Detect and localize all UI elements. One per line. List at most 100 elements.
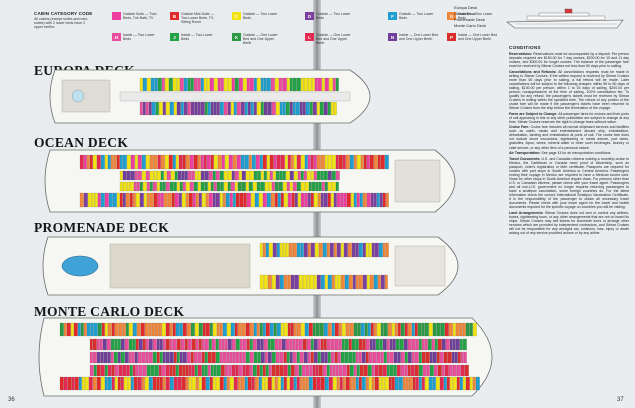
cabin: [429, 364, 434, 377]
cabin: [245, 364, 250, 377]
cabin: [425, 351, 430, 364]
cabin: [288, 242, 293, 258]
cabin: [348, 351, 353, 364]
cabin: [202, 322, 206, 337]
legend-label: Outside — Two Lower Beds: [243, 12, 278, 21]
cabin: [241, 322, 246, 337]
cabin: [140, 322, 145, 337]
cabin: [215, 351, 220, 364]
cabin: [418, 364, 423, 377]
cabin: [231, 364, 236, 377]
cabin: [336, 242, 341, 258]
cabin: [100, 154, 105, 170]
cabin: [110, 351, 114, 364]
cabin: [222, 192, 226, 208]
cabin: [421, 338, 425, 351]
cabin: [257, 170, 261, 181]
cabin: [313, 192, 318, 208]
cabin: [178, 192, 182, 208]
cabin: [186, 322, 191, 337]
cabin: [117, 376, 121, 391]
cabin: [237, 181, 242, 192]
cabin: [305, 364, 310, 377]
cabin: [213, 77, 218, 92]
cabin: [339, 376, 343, 391]
cabin: [190, 322, 195, 337]
cabin: [452, 322, 456, 337]
cabin: [200, 101, 205, 116]
cabin: [382, 364, 387, 377]
cabin: [135, 338, 139, 351]
cabin: [165, 101, 170, 116]
cabin: [261, 376, 265, 391]
cabin: [300, 154, 305, 170]
cabin: [342, 376, 346, 391]
cabin: [179, 322, 183, 337]
cabin: [114, 322, 119, 337]
cabin: [335, 170, 340, 181]
cabin: [192, 192, 196, 208]
cabin: [156, 181, 160, 192]
cabin: [305, 101, 310, 116]
cabin: [206, 77, 210, 92]
cabin: [89, 154, 93, 170]
cabin: [223, 77, 228, 92]
cabin: [418, 376, 422, 391]
legend-label: Outside — One Lower Bed and One Upper Be…: [316, 33, 351, 46]
cabin: [452, 376, 457, 391]
cabin: [250, 101, 254, 116]
cabin: [240, 154, 245, 170]
cabin: [289, 338, 293, 351]
cabin: [276, 242, 280, 258]
cabin: [228, 364, 232, 377]
cabin: [131, 351, 135, 364]
cabin: [355, 274, 359, 290]
cabin: [330, 101, 334, 116]
cabin: [309, 274, 314, 290]
cabin: [281, 338, 286, 351]
cabin: [100, 192, 105, 208]
cabin: [358, 242, 363, 258]
cabin: [451, 351, 455, 364]
cabin: [247, 376, 252, 391]
cabin: [193, 77, 198, 92]
cabin: [338, 322, 342, 337]
cabin: [318, 181, 322, 192]
cabin: [170, 170, 175, 181]
cabin: [216, 364, 221, 377]
cabin: [334, 351, 338, 364]
cabin: [231, 170, 235, 181]
cabin: [203, 154, 207, 170]
cabin: [211, 351, 216, 364]
cabin: [110, 154, 114, 170]
cabin: [374, 364, 379, 377]
cabin: [201, 192, 206, 208]
cabin: [314, 77, 318, 92]
cabin: [102, 338, 107, 351]
cabin: [141, 154, 146, 170]
cabin: [116, 192, 120, 208]
cabin: [313, 274, 317, 290]
cabin: [162, 181, 166, 192]
cabin: [376, 351, 381, 364]
cabin: [92, 351, 97, 364]
cabin: [353, 192, 357, 208]
cabin: [384, 376, 389, 391]
cabin: [389, 338, 393, 351]
cabin: [169, 181, 174, 192]
cabin: [185, 181, 190, 192]
cabin: [219, 101, 224, 116]
cabin: [154, 77, 158, 92]
cabin: [348, 338, 352, 351]
cabin: [144, 322, 149, 337]
cabin: [360, 322, 365, 337]
cabin: [122, 181, 127, 192]
cabin: [90, 322, 94, 337]
cabin: [370, 322, 374, 337]
cabin: [165, 181, 170, 192]
cabin: [149, 170, 154, 181]
cabin: [301, 364, 306, 377]
cabin: [315, 322, 320, 337]
